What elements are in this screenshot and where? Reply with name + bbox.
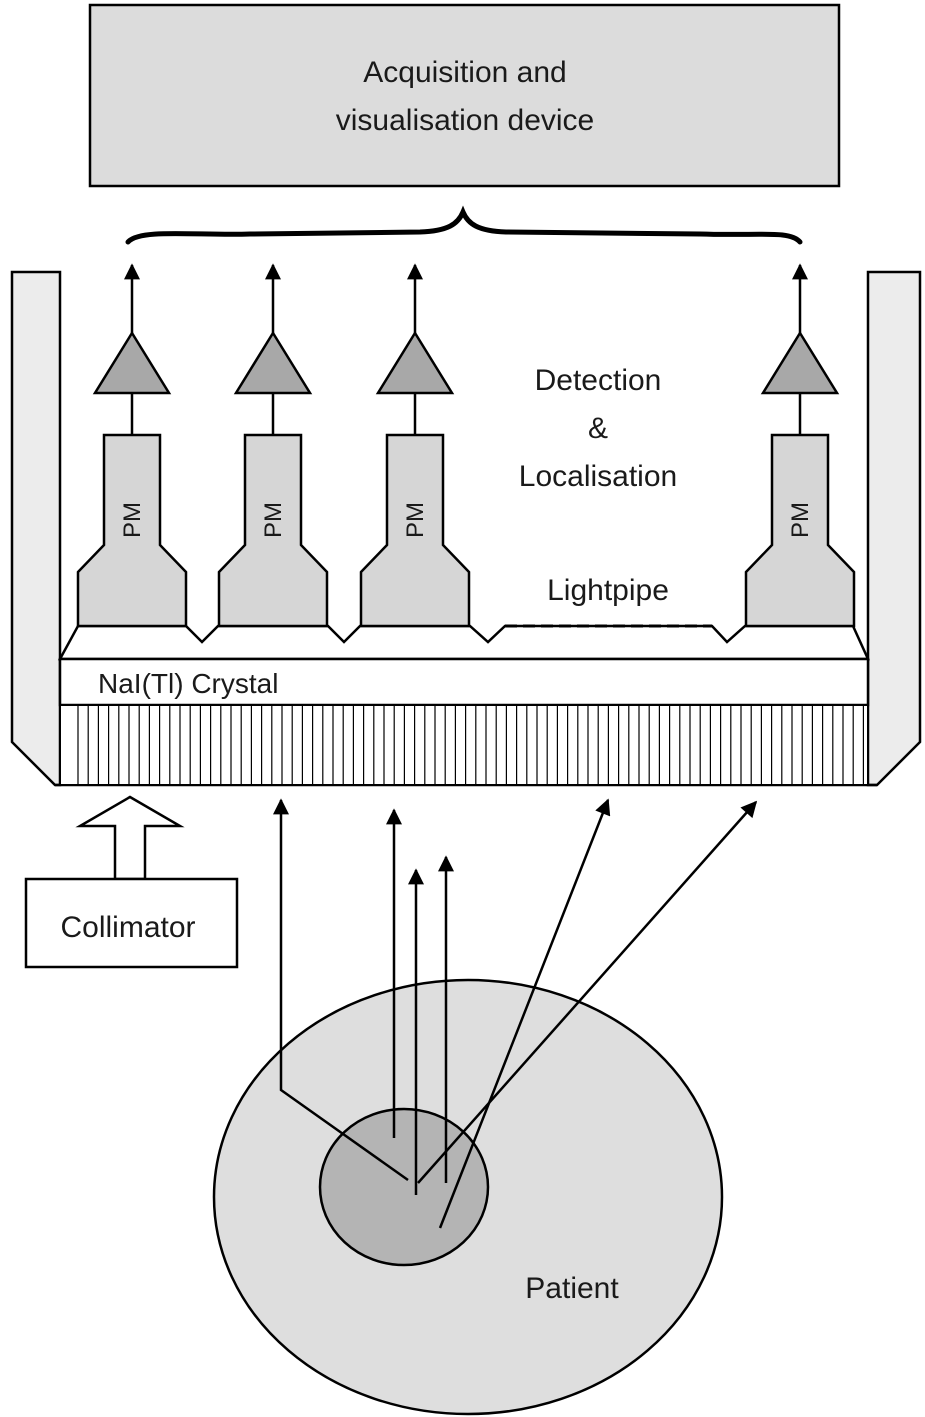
detection-label: Detection & Localisation — [519, 364, 677, 493]
pm-tube — [217, 433, 329, 628]
acquisition-device: Acquisition and visualisation device — [88, 3, 841, 188]
collimator-grid — [59, 704, 869, 786]
gamma-ray-oblique-1 — [438, 798, 611, 1229]
crystal: NaI(Tl) Crystal — [58, 657, 870, 707]
lightpipe-body — [57, 624, 870, 661]
pm-label: PM — [787, 502, 814, 538]
device-label-line2: visualisation device — [336, 104, 594, 137]
lightpipe-label: Lightpipe — [547, 574, 669, 607]
housing-left-wall — [10, 270, 62, 787]
pm-unit: PM — [76, 263, 188, 628]
collimator-callout: Collimator — [24, 795, 239, 969]
crystal-label: NaI(Tl) Crystal — [98, 668, 278, 699]
pm-label: PM — [402, 502, 429, 538]
patient: Patient — [212, 978, 724, 1416]
amplifier-triangle — [92, 330, 172, 395]
pm-unit: PM — [359, 263, 471, 628]
housing-right-wall — [866, 270, 922, 787]
pm-tube — [76, 433, 188, 628]
pm-tube — [359, 433, 471, 628]
device-label-line1: Acquisition and — [363, 56, 566, 89]
collimator-pointer-arrow — [75, 795, 185, 881]
amplifier-triangle — [375, 330, 455, 395]
acquisition-device-box — [88, 3, 841, 188]
collimator-label-box — [24, 877, 239, 969]
pm-unit: PM — [217, 263, 329, 628]
photomultiplier-array: PM PM PM PM — [76, 263, 856, 628]
pm-unit: PM — [744, 263, 856, 628]
detection-line1: Detection — [535, 364, 662, 397]
detection-line3: Localisation — [519, 460, 677, 493]
pm-tube — [744, 433, 856, 628]
pm-label: PM — [260, 502, 287, 538]
amplifier-triangle — [233, 330, 313, 395]
signal-brace — [125, 205, 803, 245]
amplifier-triangle — [760, 330, 840, 395]
pm-label: PM — [119, 502, 146, 538]
collimator-label: Collimator — [60, 911, 195, 944]
gamma-ray-scattered — [273, 798, 409, 1182]
gamma-ray-oblique-2 — [417, 800, 758, 1184]
gamma-ray-paths — [273, 798, 758, 1229]
patient-label: Patient — [525, 1272, 619, 1305]
detection-line2: & — [588, 412, 608, 445]
